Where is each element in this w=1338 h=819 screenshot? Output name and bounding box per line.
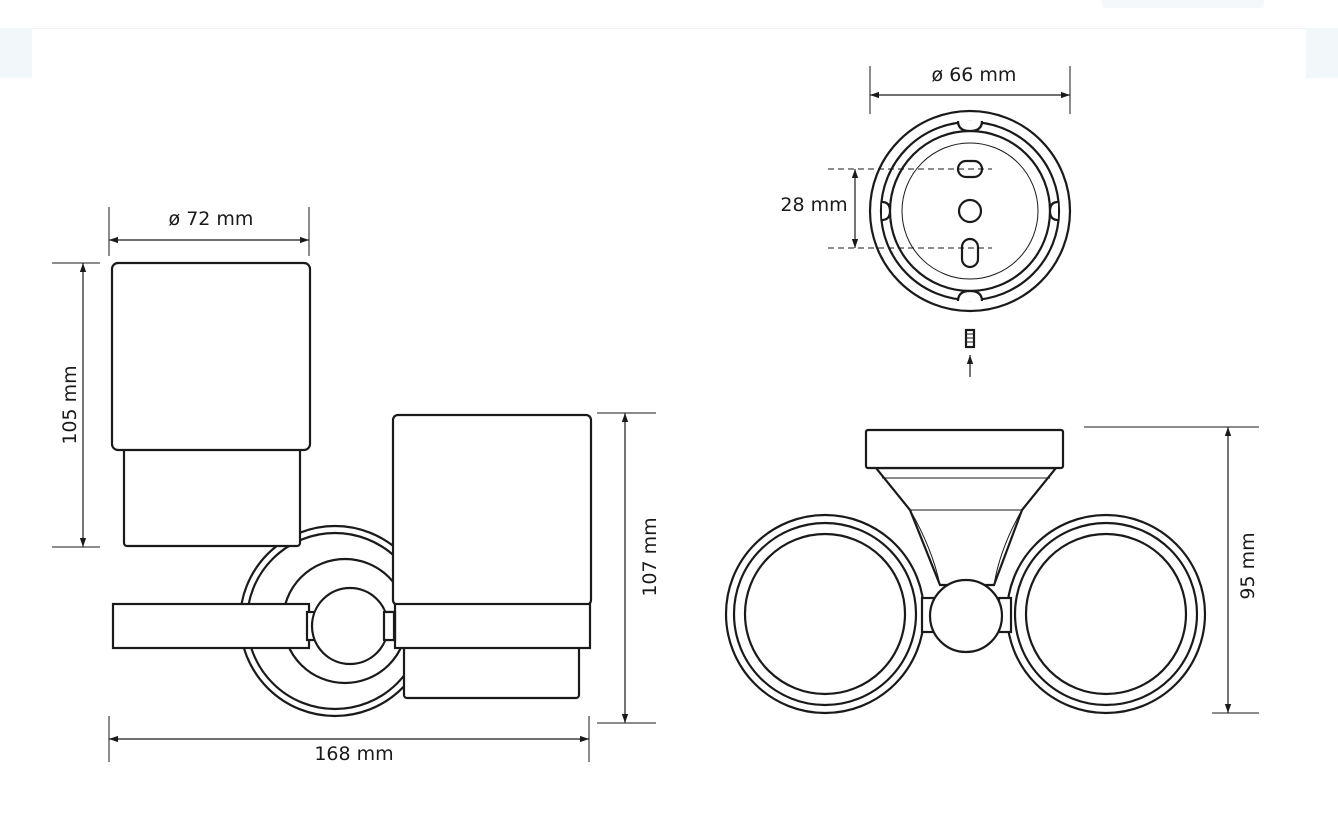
top-strip-button (1102, 0, 1264, 8)
mount-outer-ring (868, 109, 1072, 313)
front-boss-right-collar (382, 610, 396, 642)
mount-notch-left (881, 200, 892, 222)
side-right-ring-inner (1024, 532, 1188, 696)
front-left-cup (110, 261, 312, 452)
mount-notch-bottom (956, 289, 984, 302)
side-hub (928, 578, 1004, 654)
right-edge-tab (1306, 28, 1338, 78)
front-view (110, 261, 593, 718)
dim-cup-height: 105 mm (59, 365, 81, 444)
side-left-ring-inner (743, 532, 907, 696)
front-left-cup-base (122, 443, 302, 548)
dim-cup-diameter: ø 72 mm (169, 208, 254, 230)
dim-wall-depth: 95 mm (1237, 532, 1259, 599)
dim-mount-diameter: ø 66 mm (932, 64, 1017, 86)
mount-plate-view (828, 109, 1072, 377)
mount-dimensions: ø 66 mm 28 mm (780, 64, 1071, 248)
side-left-ring-outer (724, 513, 926, 715)
side-dimensions: 95 mm (1084, 426, 1259, 714)
mount-notch-right (1048, 200, 1059, 222)
dim-total-width: 168 mm (314, 743, 393, 765)
front-dimensions: ø 72 mm 105 mm 107 mm 168 mm (52, 207, 661, 765)
side-wall-plate (864, 428, 1065, 470)
left-edge-tab (0, 28, 32, 78)
mount-inner-ring (879, 120, 1061, 302)
side-view (724, 428, 1207, 715)
side-right-ring-mid (1013, 521, 1199, 707)
front-right-cup (391, 413, 593, 607)
front-left-arm (111, 602, 311, 650)
side-left-ring-mid (732, 521, 918, 707)
dim-hole-spacing: 28 mm (780, 194, 847, 216)
front-right-arm (393, 602, 592, 650)
mount-center-ring (901, 142, 1039, 280)
front-center-boss (310, 586, 390, 666)
dim-holder-height: 107 mm (639, 517, 661, 596)
mount-slot-bottom (960, 237, 980, 269)
mount-center-hole (957, 198, 983, 224)
side-right-ring-outer (1005, 513, 1207, 715)
mount-notch-top (956, 120, 984, 133)
